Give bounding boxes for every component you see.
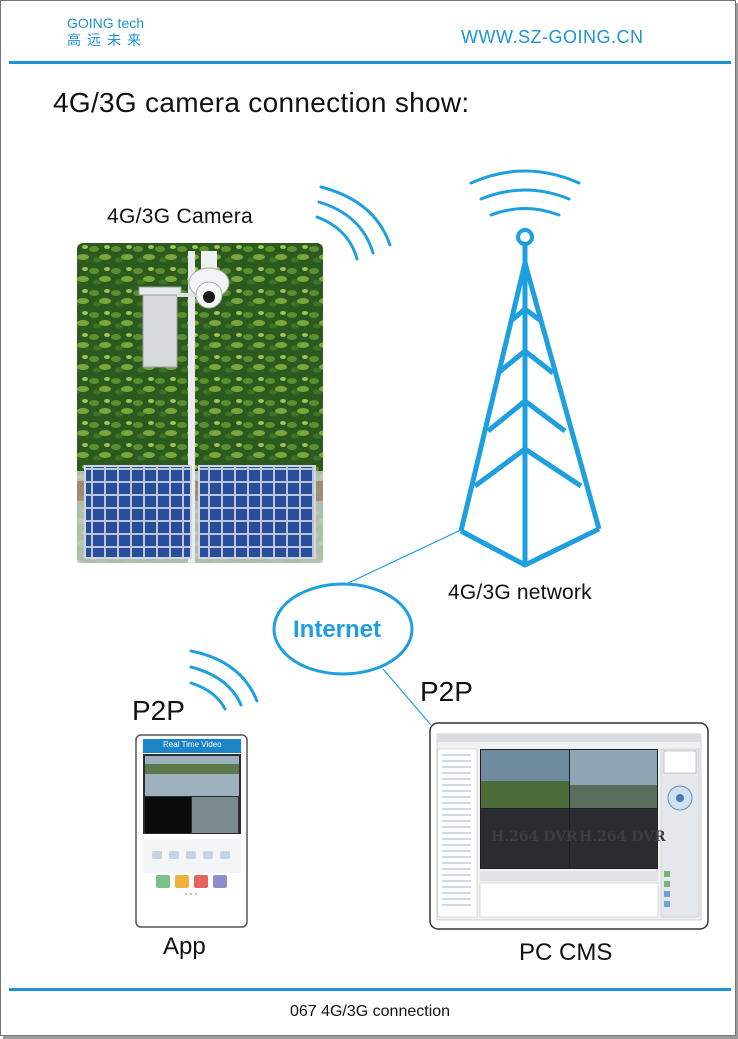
brand-name-en: GOING tech <box>67 15 145 31</box>
tower-signal-icon <box>469 169 581 217</box>
cell-tower-icon <box>458 228 602 568</box>
p2p-label-pc: P2P <box>420 676 473 707</box>
connection-diagram <box>77 169 709 930</box>
pc-cms-mockup <box>429 722 709 930</box>
header-rule <box>9 61 731 64</box>
phone-signal-icon <box>189 649 259 711</box>
camera-signal-icon <box>315 185 392 261</box>
network-label: 4G/3G network <box>448 581 592 604</box>
app-label: App <box>163 933 206 960</box>
link-internet-pc <box>382 668 432 726</box>
pc-cms-label: PC CMS <box>519 939 613 966</box>
p2p-label-app: P2P <box>132 695 185 726</box>
internet-label: Internet <box>293 616 382 643</box>
brand-name-cn: 高远未来 <box>67 32 147 48</box>
internet-cloud <box>272 582 414 676</box>
pc-tile-text-1: H.264 DVR <box>491 829 578 845</box>
camera-photo <box>77 243 323 563</box>
camera-label: 4G/3G Camera <box>107 205 253 228</box>
phone-app-mockup <box>135 734 248 928</box>
pc-tile-text-2: H.264 DVR <box>579 829 666 845</box>
phone-screen-header: Real Time Video <box>163 740 222 749</box>
footer-rule <box>9 988 731 991</box>
link-tower-internet <box>326 528 464 594</box>
brand-logo: GOING tech 高远未来 <box>67 15 147 49</box>
website-url[interactable]: WWW.SZ-GOING.CN <box>461 27 644 47</box>
footer-caption: 067 4G/3G connection <box>289 1003 451 1020</box>
page-title: 4G/3G camera connection show: <box>53 87 470 118</box>
